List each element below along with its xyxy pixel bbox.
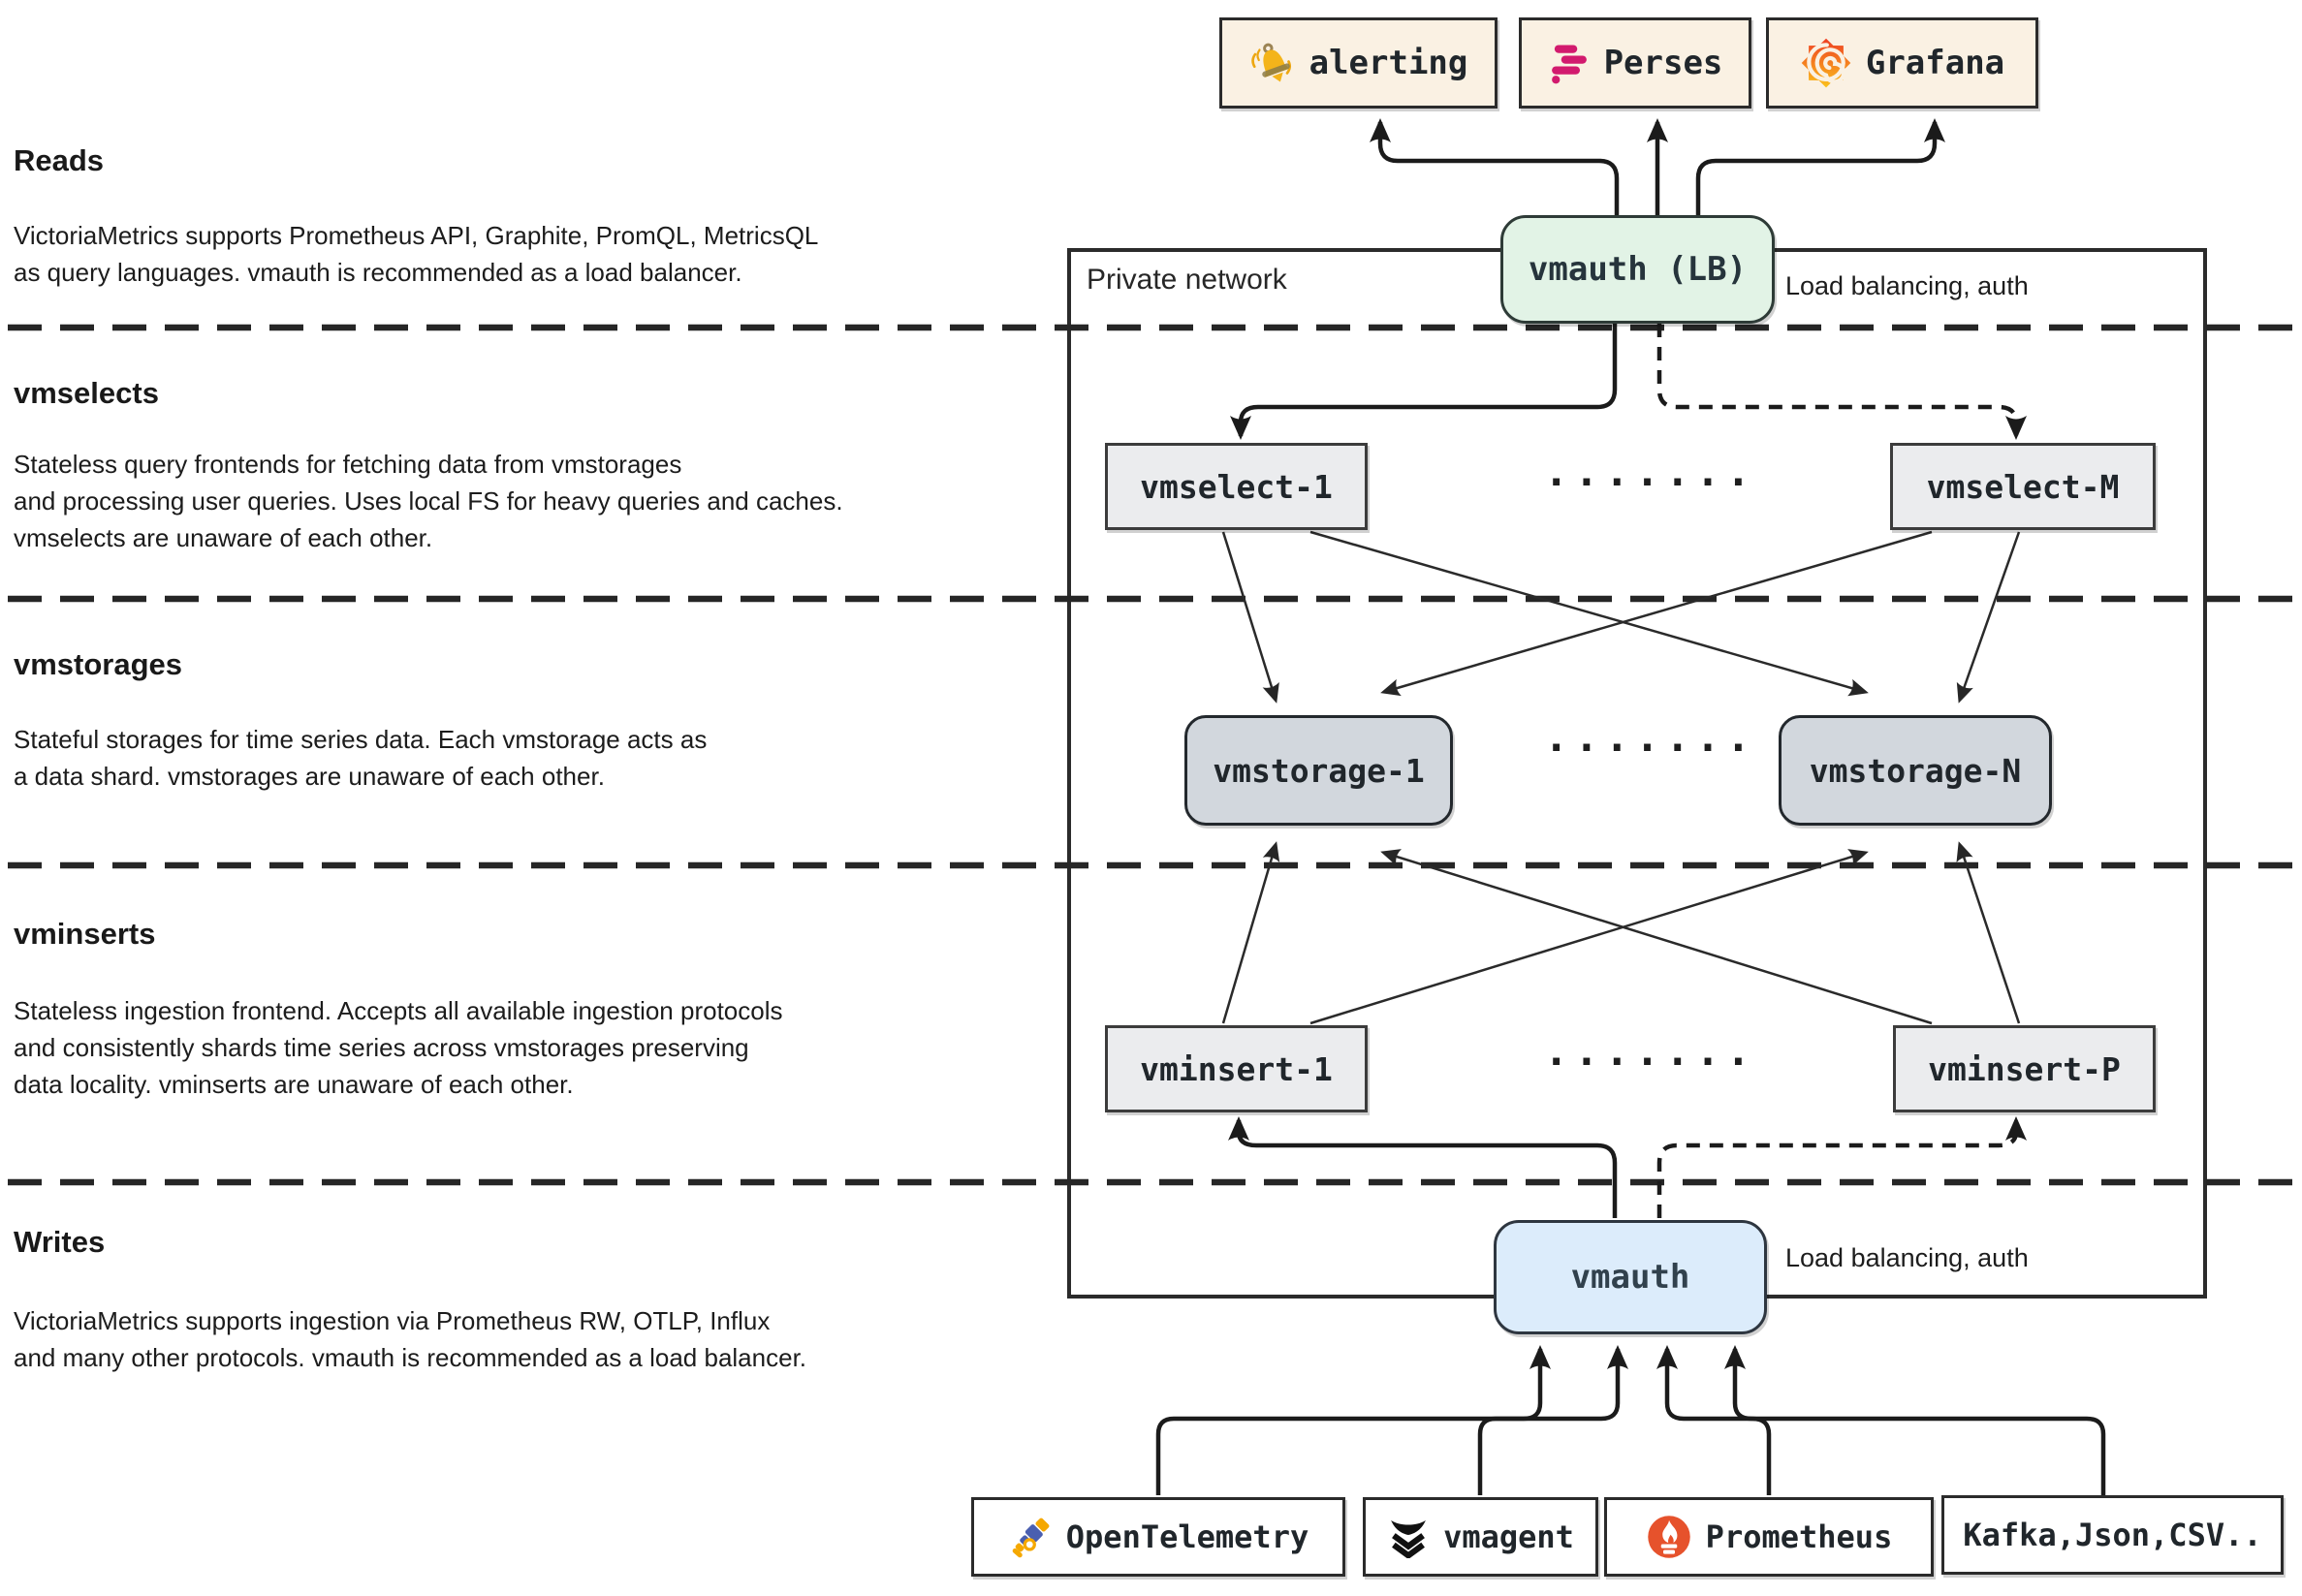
- grafana-icon: [1801, 38, 1851, 88]
- arrow-vmselect1-to-vmstorageN: [1309, 530, 1869, 697]
- arrow-vminsert1-to-vmstorageN: [1309, 849, 1869, 1025]
- vmauth-write-label: vmauth: [1570, 1258, 1690, 1297]
- section-heading-reads: Reads: [14, 143, 105, 177]
- text-line: and many other protocols. vmauth is reco…: [14, 1343, 807, 1372]
- arrow-vmauthlb-to-vmselect-m: [1656, 324, 2027, 440]
- section-body-vmselects: Stateless query frontends for fetching d…: [14, 446, 843, 556]
- producer-box-kafka-json-csv: Kafka,Json,CSV..: [1941, 1495, 2284, 1575]
- vmstorage-n-node: vmstorage-N: [1779, 715, 2052, 826]
- arrow-vmauthlb-to-alerting: [1370, 118, 1620, 217]
- consumer-box-perses: Perses: [1519, 17, 1751, 109]
- text-line: Stateful storages for time series data. …: [14, 725, 708, 754]
- node-label: vmstorage-N: [1809, 751, 2022, 790]
- text-line: a data shard. vmstorages are unaware of …: [14, 762, 605, 791]
- producer-label: Kafka,Json,CSV..: [1963, 1517, 2262, 1553]
- arrow-vmselect1-to-vmstorage1: [1221, 531, 1279, 704]
- vmstorage-1-node: vmstorage-1: [1184, 715, 1453, 826]
- text-line: data locality. vminserts are unaware of …: [14, 1070, 574, 1099]
- arrow-vmauthlb-to-grafana: [1695, 118, 1945, 217]
- text-line: and consistently shards time series acro…: [14, 1033, 749, 1062]
- arrow-vmselectM-to-vmstorage1: [1380, 530, 1933, 697]
- prometheus-icon: [1647, 1516, 1690, 1558]
- vmagent-logo-icon: [1391, 1519, 1426, 1558]
- node-label: vminsert-P: [1928, 1049, 2121, 1088]
- vmselect-1-node: vmselect-1: [1105, 443, 1368, 530]
- section-heading-writes: Writes: [14, 1225, 106, 1259]
- producer-label: Prometheus: [1705, 1518, 1893, 1555]
- arrow-vminsertP-to-vmstorage1: [1380, 849, 1933, 1025]
- arrow-vmselectM-to-vmstorageN: [1956, 531, 2021, 704]
- section-separators: [8, 324, 2296, 1186]
- text-line: VictoriaMetrics supports ingestion via P…: [14, 1306, 771, 1335]
- arrow-kafka-to-vmauth: [1724, 1345, 2106, 1495]
- section-heading-vminserts: vminserts: [14, 917, 156, 951]
- consumer-box-alerting: alerting: [1219, 17, 1498, 109]
- producer-box-vmagent: vmagent: [1363, 1497, 1598, 1577]
- node-label: vmstorage-1: [1213, 751, 1425, 790]
- arrow-vminsertP-to-vmstorageN: [1956, 841, 2021, 1024]
- ellipsis-vmselects: ·······: [1544, 458, 1757, 506]
- vmauth-write-node: vmauth: [1494, 1220, 1767, 1334]
- vmauth-write-note: Load balancing, auth: [1785, 1243, 2029, 1272]
- text-line: as query languages. vmauth is recommende…: [14, 258, 742, 287]
- producer-label: OpenTelemetry: [1065, 1518, 1309, 1555]
- section-heading-vmselects: vmselects: [14, 376, 159, 410]
- consumer-label: Grafana: [1865, 44, 2005, 82]
- arrow-vmauth-to-vminsert-1: [1228, 1116, 1618, 1218]
- vmselect-m-node: vmselect-M: [1890, 443, 2156, 530]
- telescope-icon: [1012, 1518, 1050, 1558]
- ellipsis-vmstorages: ·······: [1544, 724, 1757, 771]
- arrow-vmauthlb-to-vmselect-1: [1230, 324, 1618, 440]
- arrow-vmauth-to-vminsert-p: [1656, 1116, 2027, 1218]
- consumer-label: alerting: [1309, 44, 1468, 82]
- arrow-vmagent-to-vmauth: [1477, 1345, 1628, 1495]
- text-line: vmselects are unaware of each other.: [14, 523, 433, 552]
- bell-icon: [1250, 43, 1291, 82]
- section-body-writes: VictoriaMetrics supports ingestion via P…: [14, 1302, 806, 1376]
- node-label: vminsert-1: [1140, 1049, 1333, 1088]
- arrow-prometheus-to-vmauth: [1656, 1345, 1772, 1495]
- node-label: vmselect-1: [1140, 467, 1333, 506]
- perses-icon: [1551, 45, 1587, 84]
- vminsert-p-node: vminsert-P: [1893, 1025, 2156, 1112]
- consumer-box-grafana: Grafana: [1766, 17, 2038, 109]
- text-line: Stateless query frontends for fetching d…: [14, 450, 682, 479]
- vmauth-lb-note: Load balancing, auth: [1785, 271, 2029, 300]
- arrow-opentelemetry-to-vmauth: [1155, 1345, 1551, 1495]
- producer-label: vmagent: [1443, 1518, 1574, 1555]
- producer-box-opentelemetry: OpenTelemetry: [971, 1497, 1345, 1577]
- consumer-label: Perses: [1603, 44, 1723, 82]
- vmauth-lb-node: vmauth (LB): [1500, 215, 1775, 324]
- producer-box-prometheus: Prometheus: [1604, 1497, 1934, 1577]
- section-body-reads: VictoriaMetrics supports Prometheus API,…: [14, 217, 818, 291]
- text-line: VictoriaMetrics supports Prometheus API,…: [14, 221, 819, 250]
- vminsert-1-node: vminsert-1: [1105, 1025, 1368, 1112]
- section-body-vmstorages: Stateful storages for time series data. …: [14, 721, 707, 795]
- vmauth-lb-label: vmauth (LB): [1528, 250, 1748, 289]
- text-line: Stateless ingestion frontend. Accepts al…: [14, 996, 783, 1025]
- arrow-vminsert1-to-vmstorage1: [1221, 841, 1280, 1024]
- ellipsis-vminserts: ·······: [1544, 1038, 1757, 1085]
- text-line: and processing user queries. Uses local …: [14, 486, 843, 516]
- node-label: vmselect-M: [1926, 467, 2120, 506]
- section-heading-vmstorages: vmstorages: [14, 647, 183, 681]
- section-body-vminserts: Stateless ingestion frontend. Accepts al…: [14, 992, 782, 1103]
- private-network-label: Private network: [1087, 264, 1287, 296]
